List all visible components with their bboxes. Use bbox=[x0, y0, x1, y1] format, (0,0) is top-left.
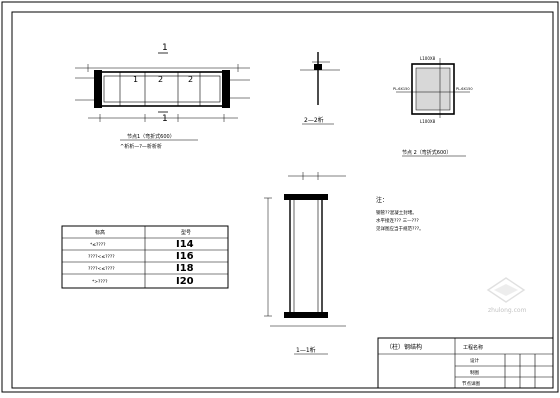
title-block: （柱）钢结构 工程名称 设计 制图 节点详图 bbox=[377, 337, 554, 389]
detail1-subtitle: ^析析—?—析析析 bbox=[120, 143, 162, 150]
table-header-right: 型号 bbox=[181, 229, 191, 236]
elevation-1-1-drawing: 1—1析 bbox=[264, 172, 346, 355]
view-2-2-label: 2—2析 bbox=[304, 116, 324, 124]
table-row-4-left: *>???? bbox=[92, 279, 108, 285]
detail1-mark-2: 2 bbox=[158, 75, 163, 84]
title-row2b: 制图 bbox=[470, 369, 479, 376]
view-1-1-label: 1—1析 bbox=[296, 346, 316, 354]
detail1-mark-1: 1 bbox=[133, 75, 138, 84]
table-row-2-left: ????<≤???? bbox=[88, 254, 115, 260]
detail2-side-right: PL-6X150 bbox=[456, 87, 473, 91]
title-drawing-name: （柱）钢结构 bbox=[386, 343, 422, 351]
inner-border bbox=[11, 11, 554, 389]
notes-block: 注： 钢管??混凝土封堵。 水平接连??? 三—??? 见详图应当于规范???。 bbox=[376, 196, 424, 232]
detail1-mark-3: 2 bbox=[188, 75, 193, 84]
detail-1-drawing: 1 1 1 2 2 节点1（弯折式600） ^析析— bbox=[75, 43, 250, 150]
notes-line-1: 钢管??混凝土封堵。 bbox=[376, 209, 417, 216]
section-mark-1-top: 1 bbox=[162, 43, 168, 53]
watermark-text: zhulong.com bbox=[488, 307, 527, 314]
table-row-3-left: ????<≤???? bbox=[88, 266, 115, 272]
detail1-title: 节点1（弯折式600） bbox=[127, 133, 175, 140]
table-row-1-right: I14 bbox=[176, 239, 194, 250]
table-header-left: 标高 bbox=[95, 229, 105, 236]
view-2-2-drawing: 2—2析 bbox=[300, 52, 340, 125]
notes-heading: 注： bbox=[376, 196, 388, 204]
title-row2a: 设计 bbox=[470, 357, 479, 364]
detail2-title: 节点 2（弯折式600） bbox=[402, 149, 451, 156]
watermark: zhulong.com bbox=[486, 277, 527, 314]
table-row-4-right: I20 bbox=[176, 276, 194, 287]
section-size-table: 标高 型号 *≤???? I14 ????<≤???? I16 ????<≤??… bbox=[61, 225, 229, 289]
table-row-2-right: I16 bbox=[176, 251, 194, 262]
detail-2-drawing: L100X8 L100X8 PL-6X150 PL-6X150 节点 2（弯折式… bbox=[393, 56, 473, 157]
table-row-1-left: *≤???? bbox=[90, 242, 106, 248]
detail2-bottom-label: L100X8 bbox=[420, 119, 436, 124]
notes-line-2: 水平接连??? 三—??? bbox=[376, 217, 419, 224]
title-project-label: 工程名称 bbox=[463, 344, 483, 351]
table-row-3-right: I18 bbox=[176, 263, 194, 274]
title-row3: 节点详图 bbox=[462, 380, 480, 387]
section-mark-1-bottom: 1 bbox=[162, 114, 168, 124]
detail2-side-left: PL-6X150 bbox=[393, 87, 410, 91]
detail2-top-label: L100X8 bbox=[420, 56, 436, 61]
notes-line-3: 见详图应当于规范???。 bbox=[376, 225, 424, 232]
